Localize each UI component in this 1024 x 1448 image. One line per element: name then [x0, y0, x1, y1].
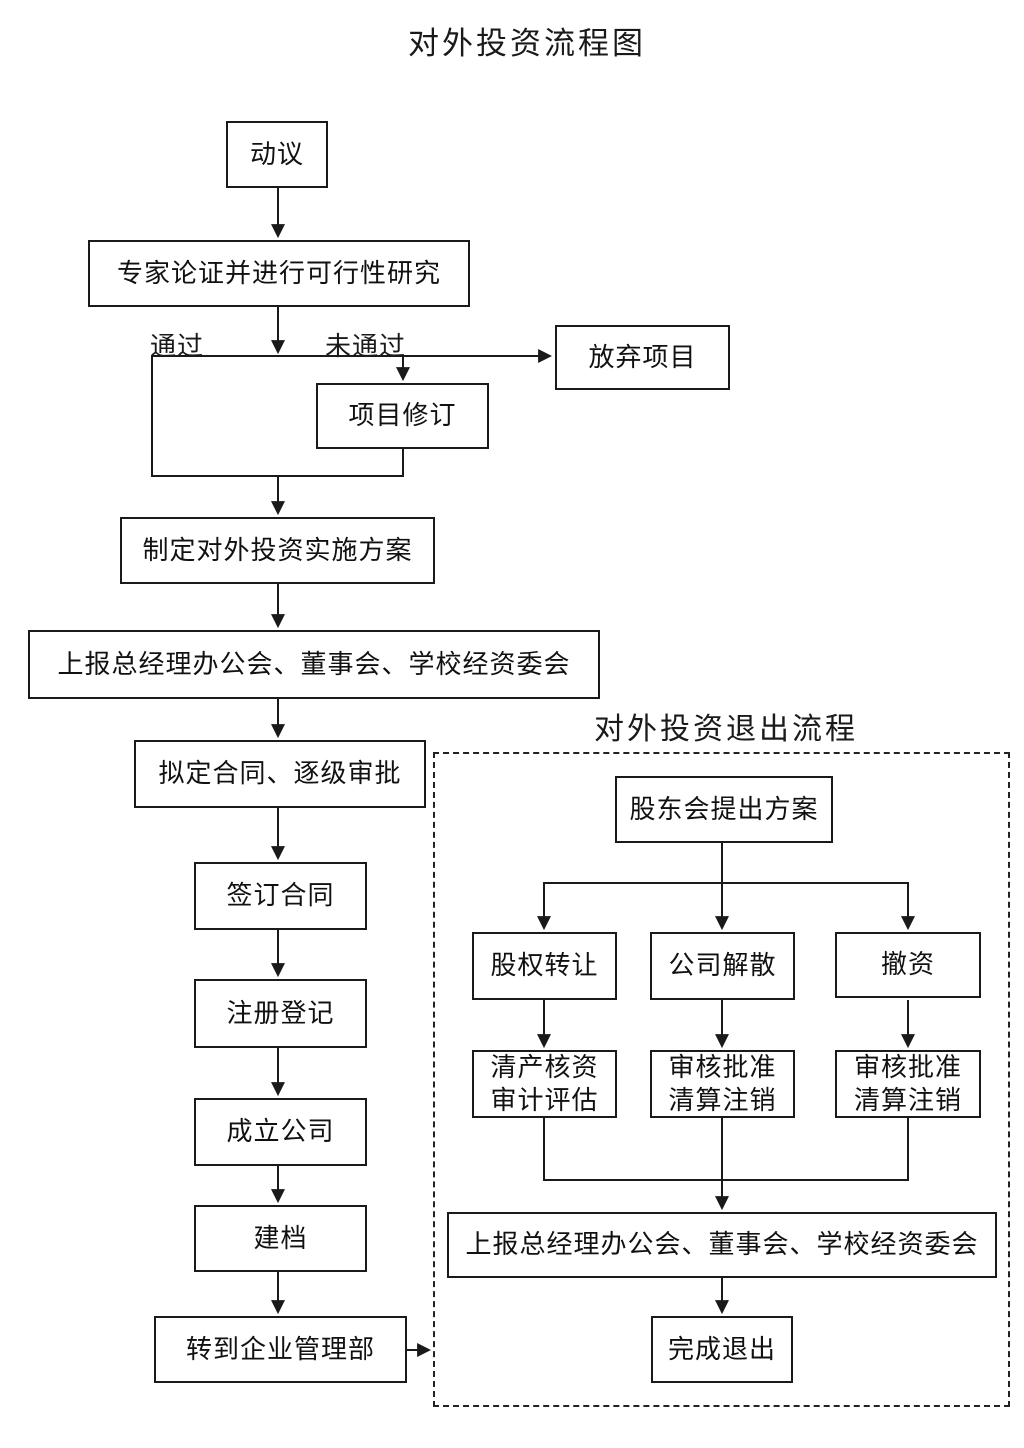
node-equity-transfer: 股权转让	[472, 932, 617, 1000]
node-project-revision: 项目修订	[316, 383, 489, 449]
node-motion: 动议	[226, 121, 328, 188]
node-approval-liquidation-1: 审核批准 清算注销	[650, 1050, 795, 1118]
node-company-dissolution: 公司解散	[650, 932, 795, 1000]
node-approval-liquidation-2: 审核批准 清算注销	[835, 1050, 981, 1118]
node-complete-exit: 完成退出	[651, 1316, 793, 1383]
node-abandon-project: 放弃项目	[555, 325, 730, 390]
node-label-line1: 审核批准	[853, 1052, 962, 1082]
exit-process-dashed-container	[433, 752, 1010, 1407]
node-archive: 建档	[194, 1205, 367, 1272]
node-label-line2: 清算注销	[853, 1086, 962, 1115]
exit-section-title: 对外投资退出流程	[594, 713, 858, 746]
node-shareholders-propose: 股东会提出方案	[615, 776, 833, 843]
page-title: 对外投资流程图	[408, 26, 646, 61]
node-transfer-enterprise-dept: 转到企业管理部	[154, 1316, 407, 1383]
label-fail: 未通过	[325, 332, 407, 361]
node-feasibility-study: 专家论证并进行可行性研究	[88, 240, 470, 307]
node-label-line2: 清算注销	[668, 1086, 777, 1115]
node-report-committees: 上报总经理办公会、董事会、学校经资委会	[28, 630, 600, 699]
node-label-line2: 审计评估	[490, 1086, 599, 1115]
exit-flow-connectors	[537, 843, 915, 1315]
node-establish-company: 成立公司	[194, 1098, 367, 1166]
node-exit-report-committees: 上报总经理办公会、董事会、学校经资委会	[447, 1212, 997, 1278]
node-label-line1: 审核批准	[668, 1052, 777, 1082]
node-draft-contract-approval: 拟定合同、逐级审批	[134, 740, 426, 808]
node-registration: 注册登记	[194, 979, 367, 1048]
node-implementation-plan: 制定对外投资实施方案	[120, 517, 435, 584]
node-asset-verification-audit: 清产核资 审计评估	[472, 1050, 617, 1118]
main-flow-connectors	[271, 188, 432, 1357]
node-sign-contract: 签订合同	[194, 862, 367, 930]
node-divestment: 撤资	[835, 932, 981, 998]
label-pass: 通过	[150, 332, 205, 361]
decision-junction-connectors	[151, 349, 553, 516]
node-label-line1: 清产核资	[490, 1052, 599, 1082]
